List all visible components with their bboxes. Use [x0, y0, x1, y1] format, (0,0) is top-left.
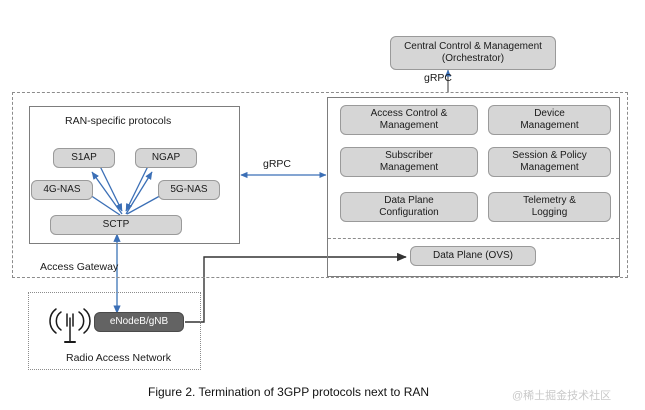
ran-specific-protocols-container: [29, 106, 240, 244]
protocol-node-ngap[interactable]: NGAP: [135, 148, 197, 168]
protocol-node-sctp[interactable]: SCTP: [50, 215, 182, 235]
function-node-device-management[interactable]: Device Management: [488, 105, 611, 135]
orchestrator-grpc-label: gRPC: [424, 72, 453, 84]
function-node-session-policy-management[interactable]: Session & Policy Management: [488, 147, 611, 177]
fn5-line2: Logging: [531, 207, 568, 218]
protocol-node-s1ap[interactable]: S1AP: [53, 148, 115, 168]
access-gateway-title: Access Gateway: [40, 261, 119, 273]
fn4-line2: Configuration: [379, 207, 439, 218]
enodeb-gnb-node[interactable]: eNodeB/gNB: [94, 312, 184, 332]
fn2-line1: Subscriber: [385, 150, 433, 161]
access-gateway-container: [12, 92, 628, 278]
radio-access-network-container: [28, 292, 201, 370]
figure-caption: Figure 2. Termination of 3GPP protocols …: [148, 385, 430, 399]
fn0-line1: Access Control &: [370, 108, 448, 119]
grpc-middle-label: gRPC: [263, 158, 292, 170]
function-node-telemetry-logging[interactable]: Telemetry & Logging: [488, 192, 611, 222]
protocol-node-5g-nas[interactable]: 5G-NAS: [158, 180, 220, 200]
fn0-line2: Management: [379, 120, 439, 131]
protocol-node-4g-nas[interactable]: 4G-NAS: [31, 180, 93, 200]
radio-access-network-title: Radio Access Network: [66, 352, 172, 364]
fn3-line1: Session & Policy: [512, 150, 587, 161]
orchestrator-title-line1: Central Control & Management: [404, 41, 542, 52]
function-node-subscriber-management[interactable]: Subscriber Management: [340, 147, 478, 177]
protocol-node-4g-nas-label: 4G-NAS: [43, 184, 81, 195]
fn2-line2: Management: [379, 162, 439, 173]
protocol-node-5g-nas-label: 5G-NAS: [170, 184, 208, 195]
data-plane-ovs-label: Data Plane (OVS): [432, 250, 514, 261]
watermark: @稀土掘金技术社区: [512, 390, 612, 402]
orchestrator-node[interactable]: Central Control & Management (Orchestrat…: [390, 36, 556, 70]
fn5-line1: Telemetry &: [523, 195, 576, 206]
antenna-icon: [49, 308, 91, 343]
orchestrator-title-line2: (Orchestrator): [441, 53, 505, 64]
protocol-node-sctp-label: SCTP: [102, 219, 130, 230]
protocol-node-ngap-label: NGAP: [151, 152, 181, 163]
protocol-node-s1ap-label: S1AP: [71, 152, 97, 163]
function-node-access-control-management[interactable]: Access Control & Management: [340, 105, 478, 135]
function-node-data-plane-configuration[interactable]: Data Plane Configuration: [340, 192, 478, 222]
fn4-line1: Data Plane: [384, 195, 434, 206]
control-plane-container: [327, 97, 620, 277]
fn3-line2: Management: [520, 162, 579, 173]
ran-specific-protocols-title: RAN-specific protocols: [65, 115, 172, 127]
fn1-line1: Device: [534, 108, 565, 119]
enodeb-gnb-label: eNodeB/gNB: [109, 316, 169, 327]
control-dataplane-divider: [328, 238, 619, 239]
data-plane-ovs-node[interactable]: Data Plane (OVS): [410, 246, 536, 266]
fn1-line2: Management: [520, 120, 579, 131]
